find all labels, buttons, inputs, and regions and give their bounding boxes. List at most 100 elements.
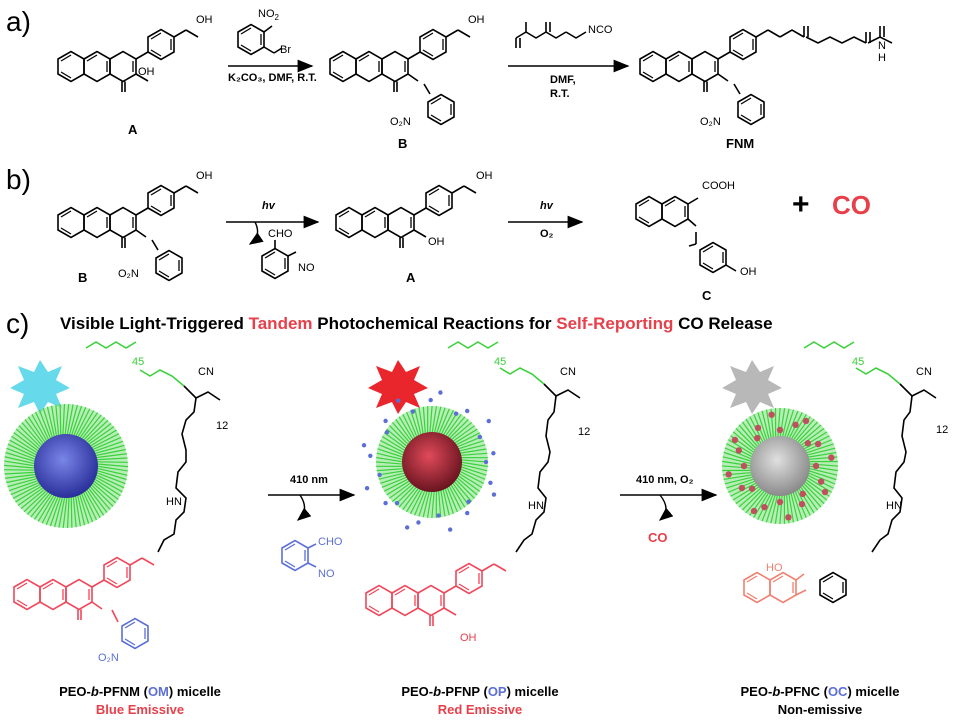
micelle-fiber [804, 443, 834, 454]
panel-a-letter: a) [6, 6, 31, 37]
micelle-fiber [389, 425, 410, 446]
label-FNM: FNM [726, 136, 755, 151]
hn-label-1: HN [166, 496, 182, 508]
micelle-fiber [89, 433, 120, 449]
a-condition-2a: DMF, [550, 74, 576, 86]
micelle-fiber [55, 404, 60, 437]
micelle-fiber [59, 404, 62, 437]
poly-sub-2: 12 [578, 426, 591, 438]
micelle-fiber [414, 408, 422, 437]
micelle-fiber [3, 464, 37, 469]
micelle-dot [761, 503, 768, 511]
micelle-dot [384, 430, 390, 435]
micelle-dot [453, 411, 459, 416]
micelle-dot [491, 492, 497, 497]
micelle-dot [395, 398, 401, 403]
micelle-fiber [376, 452, 405, 461]
micelle-fiber [761, 410, 770, 441]
micelle-fiber [429, 405, 433, 435]
arrow-410nm-2: 410 nm, O₂ [636, 474, 694, 486]
micelle-fiber [452, 428, 478, 445]
micelle-fiber [735, 427, 758, 450]
micelle-fiber [7, 477, 39, 488]
micelle-fiber [380, 439, 406, 454]
micelle-fiber [17, 486, 45, 506]
micelle-fiber [395, 419, 413, 443]
micelle-fiber [386, 479, 412, 496]
panel-c-scheme [3, 341, 937, 650]
micelle-dot [802, 417, 810, 425]
micelle-fiber [437, 408, 450, 436]
b-o2-label: O₂ [540, 228, 554, 240]
title-part-4: Self-Reporting [556, 314, 674, 333]
micelle-fiber [435, 407, 446, 435]
micelle-fiber [70, 495, 73, 528]
micelle-dot [465, 510, 470, 516]
micelle-fiber [449, 422, 473, 442]
micelle-fiber [4, 456, 37, 465]
b-oh-label-2: OH [476, 170, 493, 182]
micelle-fiber [375, 461, 405, 465]
micelle-fiber [433, 406, 442, 435]
a-condition-1: K₂CO₃, DMF, R.T. [228, 72, 317, 84]
fnm-no2-label: O₂N [700, 116, 721, 128]
om-nitrobenzyl [111, 609, 149, 650]
micelle-fiber [84, 419, 109, 443]
micelle-fiber [54, 495, 64, 528]
micelle-fiber [89, 483, 114, 507]
micelle-fiber [70, 405, 83, 437]
micelle-fiber [88, 484, 111, 510]
micelle-fiber [803, 480, 828, 501]
c-oh-label: OH [740, 266, 757, 278]
oc-ho-label: HO [766, 562, 783, 574]
a-no2-reagent: NO2 [258, 8, 279, 23]
micelle-dot [377, 472, 382, 478]
micelle-dot [383, 500, 388, 506]
micelle-fiber [74, 494, 81, 527]
micelle-dot [416, 520, 421, 525]
micelle-name-om: PEO-b-PFNM (OM) micelle [59, 684, 221, 699]
micelle-fiber [85, 422, 112, 445]
micelle-fiber [761, 492, 775, 522]
micelle-fiber [799, 485, 819, 511]
micelle-fiber [806, 451, 837, 458]
micelle-fiber [788, 492, 795, 523]
micelle-dot [812, 462, 820, 470]
hn-label-3: HN [886, 500, 902, 512]
micelle-fiber [451, 481, 469, 505]
micelle-fiber [376, 467, 405, 472]
micelle-fiber [765, 493, 777, 523]
micelle-fiber [8, 479, 40, 492]
micelle-fiber [37, 493, 56, 522]
micelle-fiber [38, 409, 52, 441]
micelle-fiber [30, 491, 52, 518]
micelle-dot [368, 453, 373, 459]
micelle-fiber [800, 483, 822, 508]
title-part-2: Tandem [248, 314, 313, 333]
nitrosobenzaldehyde-c [281, 539, 317, 572]
micelle-fiber [94, 448, 126, 457]
micelle-fiber [33, 492, 54, 520]
micelle-fiber [458, 448, 487, 454]
micelle-fiber [46, 406, 56, 439]
micelle-fiber [446, 416, 466, 439]
micelle-fiber [781, 408, 790, 439]
micelle-dot [748, 485, 756, 492]
micelle-fiber [458, 470, 484, 485]
op-micelle [361, 390, 497, 532]
micelle-fiber [726, 478, 756, 489]
micelle-fiber [13, 432, 40, 453]
micelle-fiber [58, 495, 66, 528]
micelle-dot [364, 485, 370, 491]
micelle-fiber [80, 414, 102, 441]
micelle-fiber [92, 479, 119, 500]
micelle-fiber [444, 413, 462, 438]
micelle-fiber [455, 436, 483, 448]
om-micelle [3, 403, 129, 529]
micelle-fiber [21, 422, 44, 448]
isocyanate-structure [515, 22, 587, 48]
micelle-dot [465, 408, 470, 414]
om-fluorophore [13, 556, 155, 621]
micelle-fiber [454, 478, 475, 499]
